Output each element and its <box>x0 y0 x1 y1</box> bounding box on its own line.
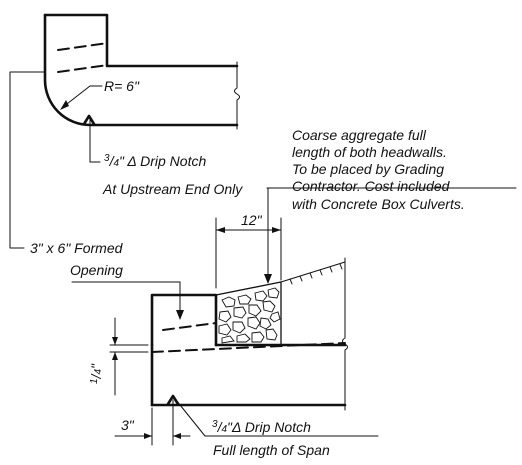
ground-slope-line <box>280 261 346 283</box>
top-opening-dash-lower <box>57 64 109 73</box>
dim-quarter-arrow-top <box>112 337 118 345</box>
formed-opening-callout: 3" x 6" Formed Opening <box>9 71 184 320</box>
top-drip-notch-label: 3/4" Δ Drip Notch <box>104 153 206 169</box>
aggregate-note-line-5: with Concrete Box Culverts. <box>292 196 465 212</box>
bottom-drip-notch <box>166 394 180 406</box>
opening-label-line-2: Opening <box>70 262 123 278</box>
radius-label: R= 6" <box>104 78 140 94</box>
dim-3-arrow-left <box>144 433 152 439</box>
dim-12-arrow-left <box>216 227 225 233</box>
aggregate-note-line-4: Contractor. Cost included <box>292 178 451 194</box>
dim-12-arrow-right <box>272 227 281 233</box>
upstream-note: At Upstream End Only <box>102 181 243 197</box>
aggregate-arrowhead <box>264 274 272 284</box>
dim-3-arrow-right <box>173 433 181 439</box>
top-drip-notch <box>82 114 96 126</box>
opening-leader-top <box>9 71 46 249</box>
aggregate-note-line-2: length of both headwalls. <box>292 144 447 160</box>
opening-label-line-1: 3" x 6" Formed <box>30 240 124 256</box>
span-note: Full length of Span <box>213 442 330 458</box>
top-break-line <box>234 61 240 130</box>
dim-quarter-label: 1/4" <box>88 363 104 384</box>
aggregate-note-line-3: To be placed by Grading <box>292 161 444 177</box>
aggregate-note: Coarse aggregate full length of both hea… <box>264 127 517 284</box>
top-wall-right-face <box>43 13 239 68</box>
top-wall-outline <box>43 13 239 127</box>
bottom-opening-dash-lower <box>151 342 346 353</box>
top-drip-notch-leader <box>89 117 101 163</box>
bottom-headwall-detail: 1/4" 3" 3/4"Δ Drip Notch Full length of … <box>88 257 379 458</box>
dim-12-label: 12" <box>241 212 263 228</box>
opening-arrowhead <box>176 310 184 320</box>
aggregate-note-line-1: Coarse aggregate full <box>292 127 427 143</box>
radius-leader <box>62 85 103 108</box>
dim-3-label: 3" <box>121 417 135 433</box>
dimension-12: 12" <box>215 212 282 289</box>
bottom-drip-notch-label: 3/4"Δ Drip Notch <box>212 419 311 435</box>
radius-arrowhead <box>60 100 69 110</box>
aggregate-fill-outline <box>215 281 282 346</box>
aggregate-rocks <box>218 287 281 344</box>
bottom-wall-outline <box>150 293 218 347</box>
bottom-break-line <box>342 257 348 411</box>
dim-quarter-arrow-bottom <box>112 352 118 360</box>
bottom-drip-notch-leader <box>175 399 379 437</box>
top-opening-dash-upper <box>57 42 109 51</box>
bottom-opening-dash-upper <box>162 322 217 331</box>
ground-hatch <box>289 263 343 285</box>
top-headwall-detail: R= 6" 3/4" Δ Drip Notch At Upstream End … <box>43 13 243 197</box>
